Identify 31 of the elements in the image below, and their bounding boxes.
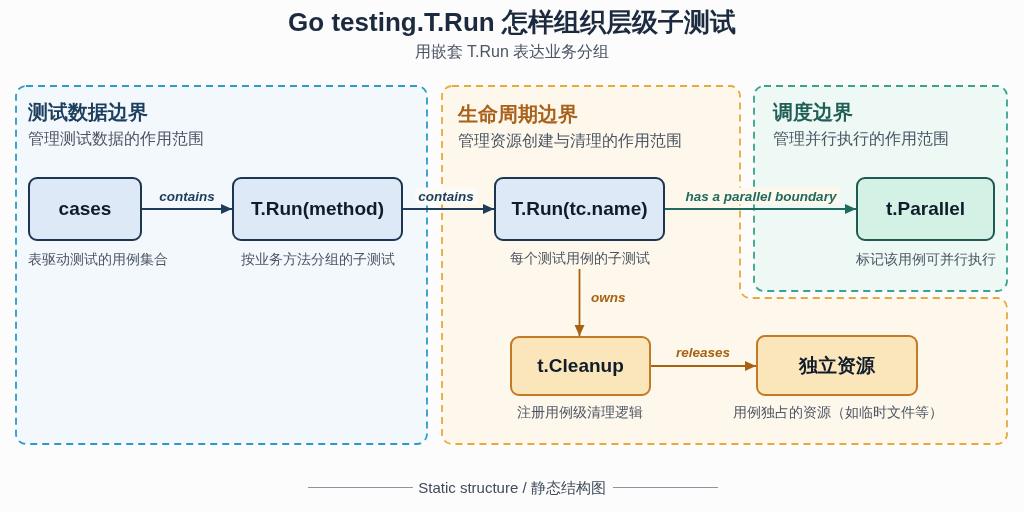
panel-description: 管理测试数据的作用范围 xyxy=(28,129,204,149)
process-box: T.Run(method) xyxy=(232,177,403,241)
process-box: t.Cleanup xyxy=(510,336,651,396)
process-box: t.Parallel xyxy=(856,177,995,241)
panel-description: 管理并行执行的作用范围 xyxy=(773,129,949,149)
edge-label: releases xyxy=(674,343,732,361)
arrow xyxy=(574,268,585,337)
node-caption: 按业务方法分组的子测试 xyxy=(241,251,395,269)
subtitle: 用嵌套 T.Run 表达业务分组 xyxy=(414,42,610,62)
process-box: T.Run(tc.name) xyxy=(494,177,665,241)
panel-heading: 测试数据边界 xyxy=(28,100,148,124)
node-caption: 每个测试用例的子测试 xyxy=(510,250,650,268)
edge-label: owns xyxy=(590,288,627,306)
arrow xyxy=(664,204,857,214)
process-box: cases xyxy=(28,177,142,241)
edge-label: contains xyxy=(158,187,216,205)
arrow xyxy=(650,361,757,371)
panel-heading: 调度边界 xyxy=(773,100,853,124)
process-box: 独立资源 xyxy=(756,335,918,396)
node-caption: 表驱动测试的用例集合 xyxy=(28,251,168,269)
title: Go testing.T.Run 怎样组织层级子测试 xyxy=(288,6,736,38)
edge-label: has a parallel boundary xyxy=(682,187,840,205)
arrow xyxy=(402,204,495,214)
node-caption: 标记该用例可并行执行 xyxy=(856,251,996,269)
node-caption: 注册用例级清理逻辑 xyxy=(517,404,643,422)
edge-label: contains xyxy=(415,187,477,205)
arrow xyxy=(141,204,233,214)
footer-caption: Static structure / 静态结构图 xyxy=(418,478,606,497)
panel-heading: 生命周期边界 xyxy=(458,102,578,126)
panel-description: 管理资源创建与清理的作用范围 xyxy=(458,131,682,151)
node-caption: 用例独占的资源（如临时文件等） xyxy=(733,404,943,422)
